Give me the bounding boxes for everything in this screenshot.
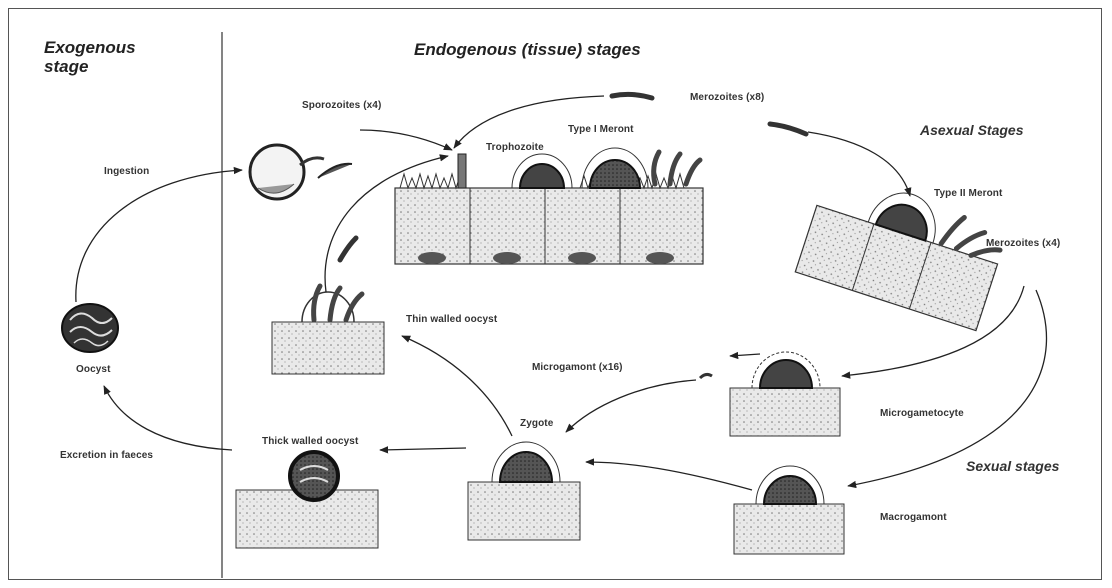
label-microgametocyte: Microgametocyte [880, 408, 964, 419]
label-merozoites-top: Merozoites (x8) [690, 92, 764, 103]
sporocyst-illustration [250, 145, 352, 199]
arrow-release-microgamont [730, 354, 760, 356]
label-type1-meront: Type I Meront [568, 124, 634, 135]
sexual-stages-heading: Sexual stages [966, 458, 1059, 474]
thick-walled-oocyst-illustration [236, 452, 378, 548]
arrow-to-thick-oocyst [380, 448, 466, 450]
microgamont-cell [700, 374, 712, 378]
label-zygote: Zygote [520, 418, 553, 429]
arrow-sporozoites [360, 130, 452, 150]
oocyst-illustration [62, 304, 118, 352]
arrow-to-thin-oocyst [402, 336, 512, 436]
top-epithelium-illustration [395, 148, 703, 264]
microgametocyte-illustration [730, 352, 840, 436]
label-microgamont: Microgamont (x16) [532, 362, 623, 373]
merozoite-top-right [770, 124, 806, 134]
arrow-macro-to-zygote [586, 462, 752, 490]
label-type2-meront: Type II Meront [934, 188, 1002, 199]
merozoite-top-left [612, 94, 652, 98]
arrow-ingestion [76, 170, 242, 302]
arrow-to-type2 [808, 132, 910, 196]
label-ingestion: Ingestion [104, 166, 149, 177]
arrow-fertilization [566, 380, 696, 432]
label-macrogamont: Macrogamont [880, 512, 947, 523]
endogenous-stages-heading: Endogenous (tissue) stages [414, 40, 641, 59]
label-thick-walled-oocyst: Thick walled oocyst [262, 436, 358, 447]
label-merozoites-right: Merozoites (x4) [986, 238, 1060, 249]
label-sporozoites: Sporozoites (x4) [302, 100, 381, 111]
arrow-merozoite-reinvade [454, 96, 604, 148]
macrogamont-illustration [734, 466, 844, 554]
label-excretion: Excretion in faeces [60, 450, 153, 461]
label-oocyst: Oocyst [76, 364, 111, 375]
thin-walled-oocyst-illustration [272, 238, 384, 374]
exogenous-stage-heading: Exogenous stage [44, 38, 136, 76]
arrow-excretion [104, 386, 232, 450]
label-trophozoite: Trophozoite [486, 142, 544, 153]
zygote-illustration [468, 442, 580, 540]
asexual-stages-heading: Asexual Stages [920, 122, 1024, 138]
label-thin-walled-oocyst: Thin walled oocyst [406, 314, 497, 325]
